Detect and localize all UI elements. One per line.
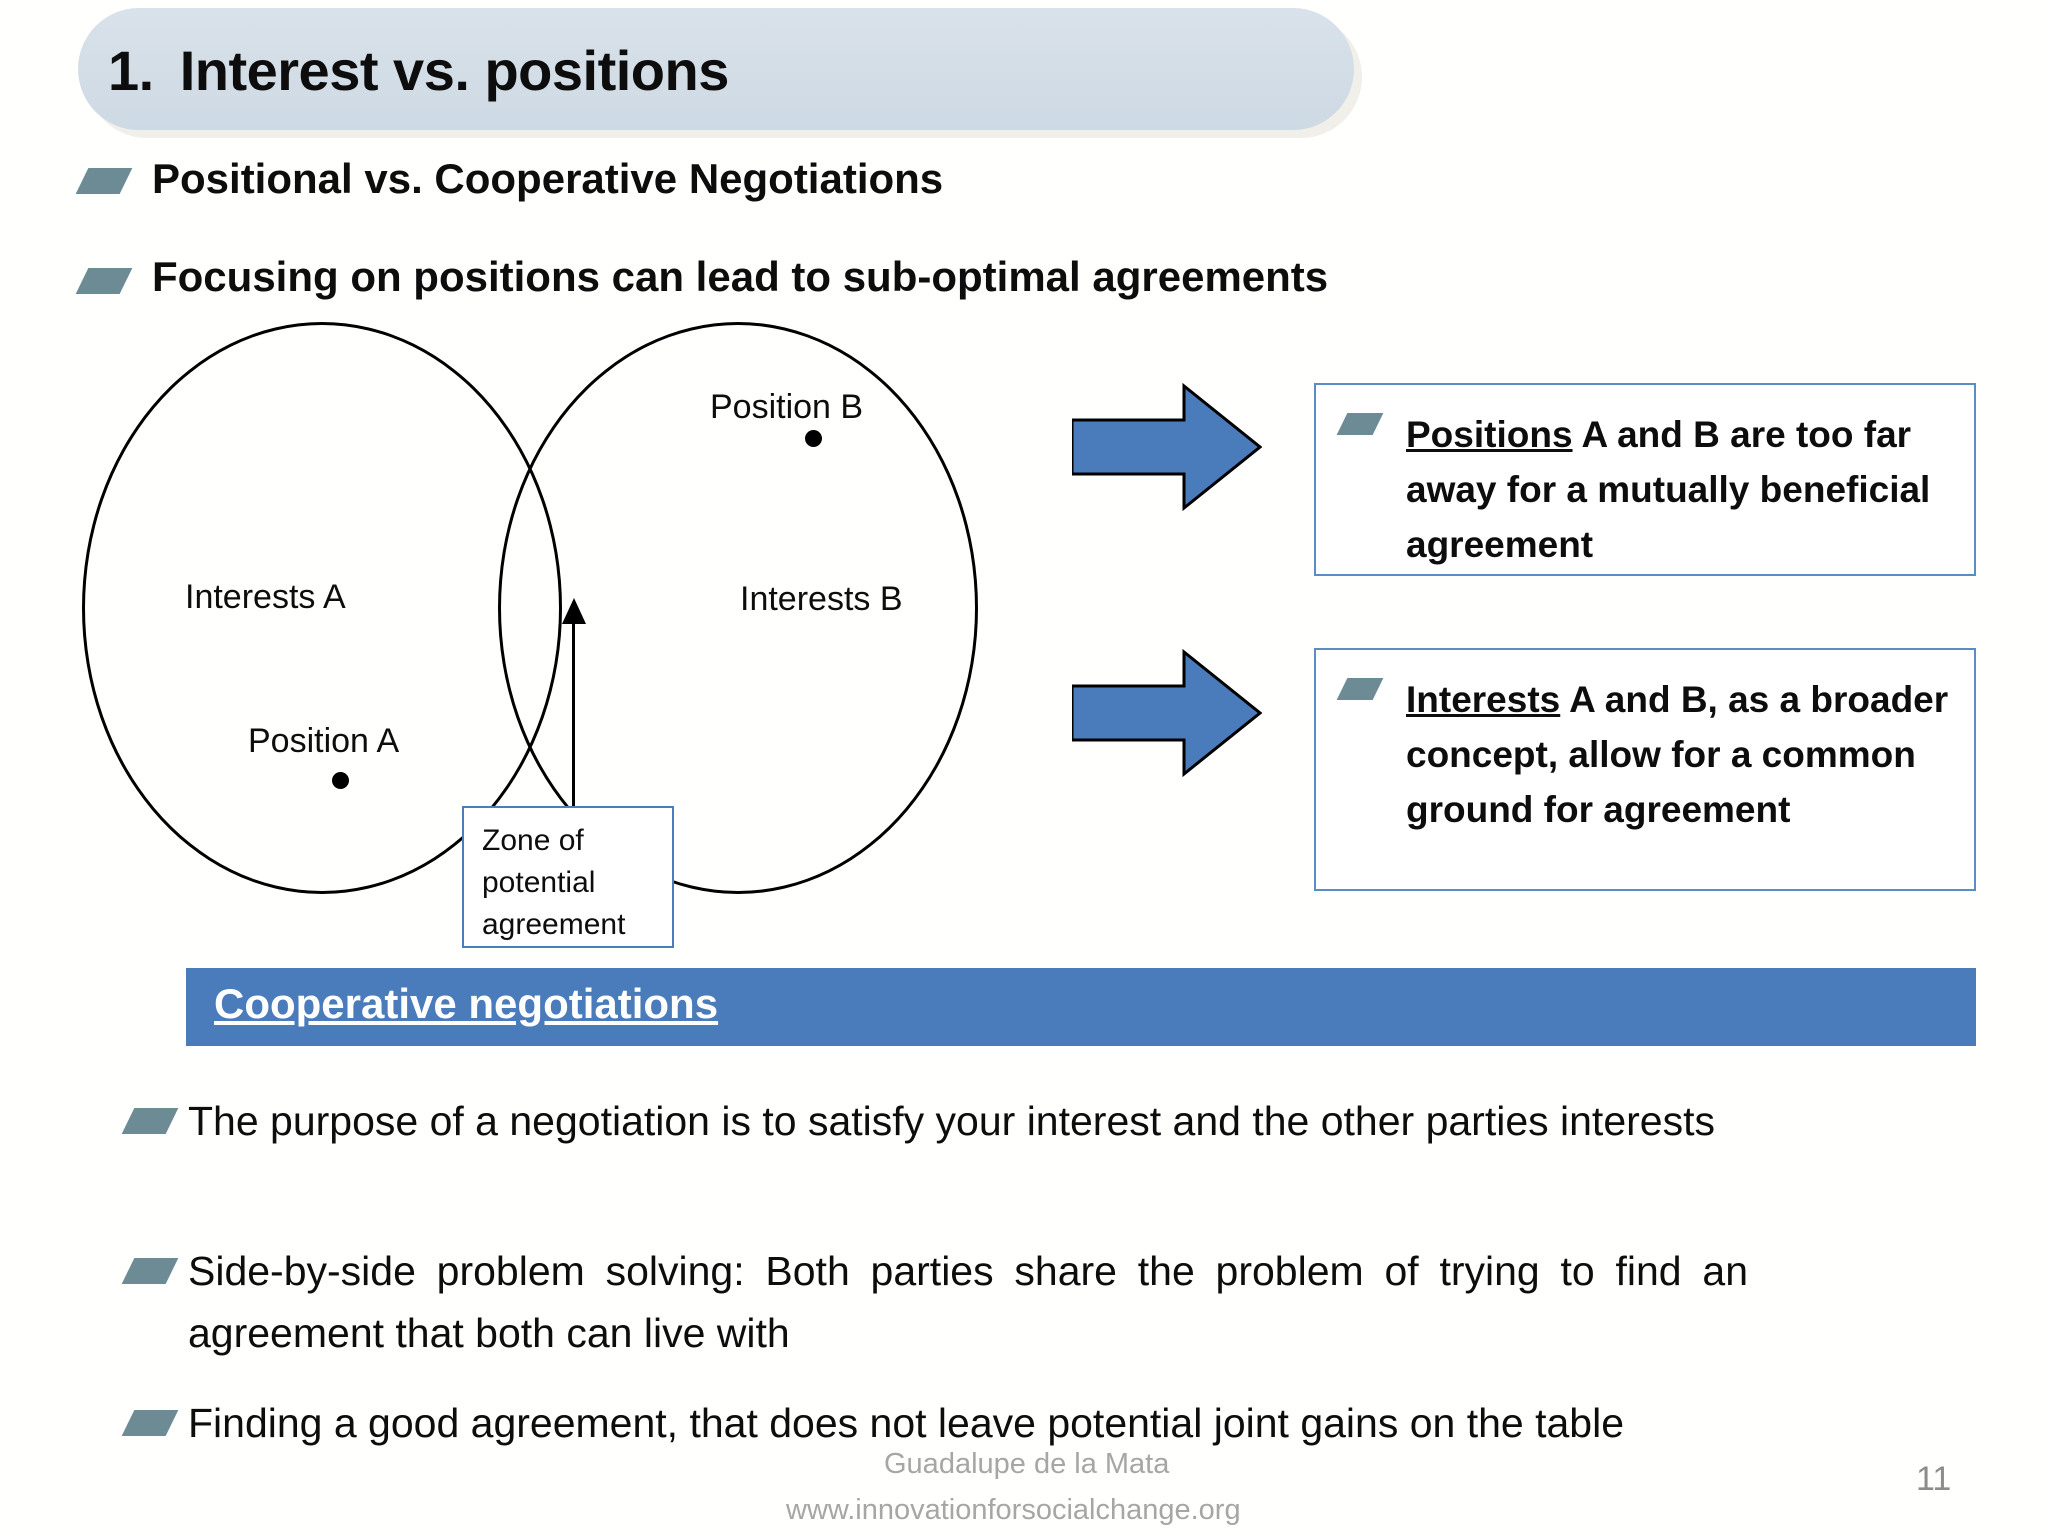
bullet-item-1: The purpose of a negotiation is to satis… bbox=[188, 1090, 1748, 1152]
zone-box-text: Zone of potential agreement bbox=[482, 820, 625, 946]
bullet-marker-icon bbox=[75, 168, 133, 194]
title-label: Interest vs. positions bbox=[179, 39, 730, 102]
bullet-item-2: Side-by-side problem solving: Both parti… bbox=[188, 1240, 1748, 1364]
callout-positions: Positions A and B are too far away for a… bbox=[1314, 383, 1976, 576]
callout-interests-text: Interests A and B, as a broader concept,… bbox=[1406, 672, 1956, 837]
label-position-a: Position A bbox=[248, 722, 400, 760]
zone-of-agreement-box: Zone of potential agreement bbox=[462, 806, 674, 948]
headline-1: Positional vs. Cooperative Negotiations bbox=[152, 155, 944, 202]
page-title: 1. Interest vs. positions bbox=[108, 38, 729, 103]
bullet-item-1-text: The purpose of a negotiation is to satis… bbox=[188, 1098, 1715, 1144]
callout-positions-emphasis: Positions bbox=[1406, 414, 1573, 455]
title-bar bbox=[78, 8, 1354, 130]
circle-interests-b bbox=[498, 322, 978, 894]
position-b-dot-icon bbox=[805, 430, 822, 447]
page-number: 11 bbox=[1916, 1460, 1952, 1498]
bullet-item-2-text: Side-by-side problem solving: Both parti… bbox=[188, 1248, 1748, 1356]
block-arrow-right-icon bbox=[1072, 382, 1262, 512]
callout-positions-rest: A and B are too far away for a mutually … bbox=[1406, 414, 1931, 565]
zone-pointer-line bbox=[572, 612, 575, 872]
bullet-item-3-text: Finding a good agreement, that does not … bbox=[188, 1400, 1625, 1446]
banner-label: Cooperative negotiations bbox=[214, 980, 719, 1027]
label-interests-a: Interests A bbox=[185, 578, 346, 616]
zone-pointer-arrow-icon bbox=[562, 598, 586, 624]
headline-2: Focusing on positions can lead to sub-op… bbox=[152, 253, 1329, 300]
bullet-marker-icon bbox=[121, 1258, 179, 1284]
footer-author: Guadalupe de la Mata bbox=[884, 1448, 1170, 1480]
cooperative-negotiations-banner: Cooperative negotiations bbox=[186, 968, 1976, 1046]
footer-website: www.innovationforsocialchange.org bbox=[786, 1494, 1241, 1526]
zone-line-3: agreement bbox=[482, 908, 626, 941]
callout-interests-emphasis: Interests bbox=[1406, 679, 1561, 720]
callout-interests: Interests A and B, as a broader concept,… bbox=[1314, 648, 1976, 891]
venn-diagram: Interests A Interests B Position A Posit… bbox=[0, 300, 1100, 900]
bullet-marker-icon bbox=[1336, 413, 1384, 435]
position-a-dot-icon bbox=[332, 772, 349, 789]
bullet-item-3: Finding a good agreement, that does not … bbox=[188, 1392, 1888, 1454]
block-arrow-right-icon bbox=[1072, 648, 1262, 778]
callout-positions-text: Positions A and B are too far away for a… bbox=[1406, 407, 1956, 572]
callout-interests-rest: A and B, as a broader concept, allow for… bbox=[1406, 679, 1949, 830]
zone-line-2: potential bbox=[482, 866, 596, 899]
bullet-marker-icon bbox=[75, 268, 133, 294]
bullet-marker-icon bbox=[121, 1108, 179, 1134]
label-position-b: Position B bbox=[710, 388, 864, 426]
zone-line-1: Zone of bbox=[482, 824, 584, 857]
label-interests-b: Interests B bbox=[740, 580, 903, 618]
title-number: 1. bbox=[108, 39, 154, 102]
bullet-marker-icon bbox=[1336, 678, 1384, 700]
bullet-marker-icon bbox=[121, 1410, 179, 1436]
